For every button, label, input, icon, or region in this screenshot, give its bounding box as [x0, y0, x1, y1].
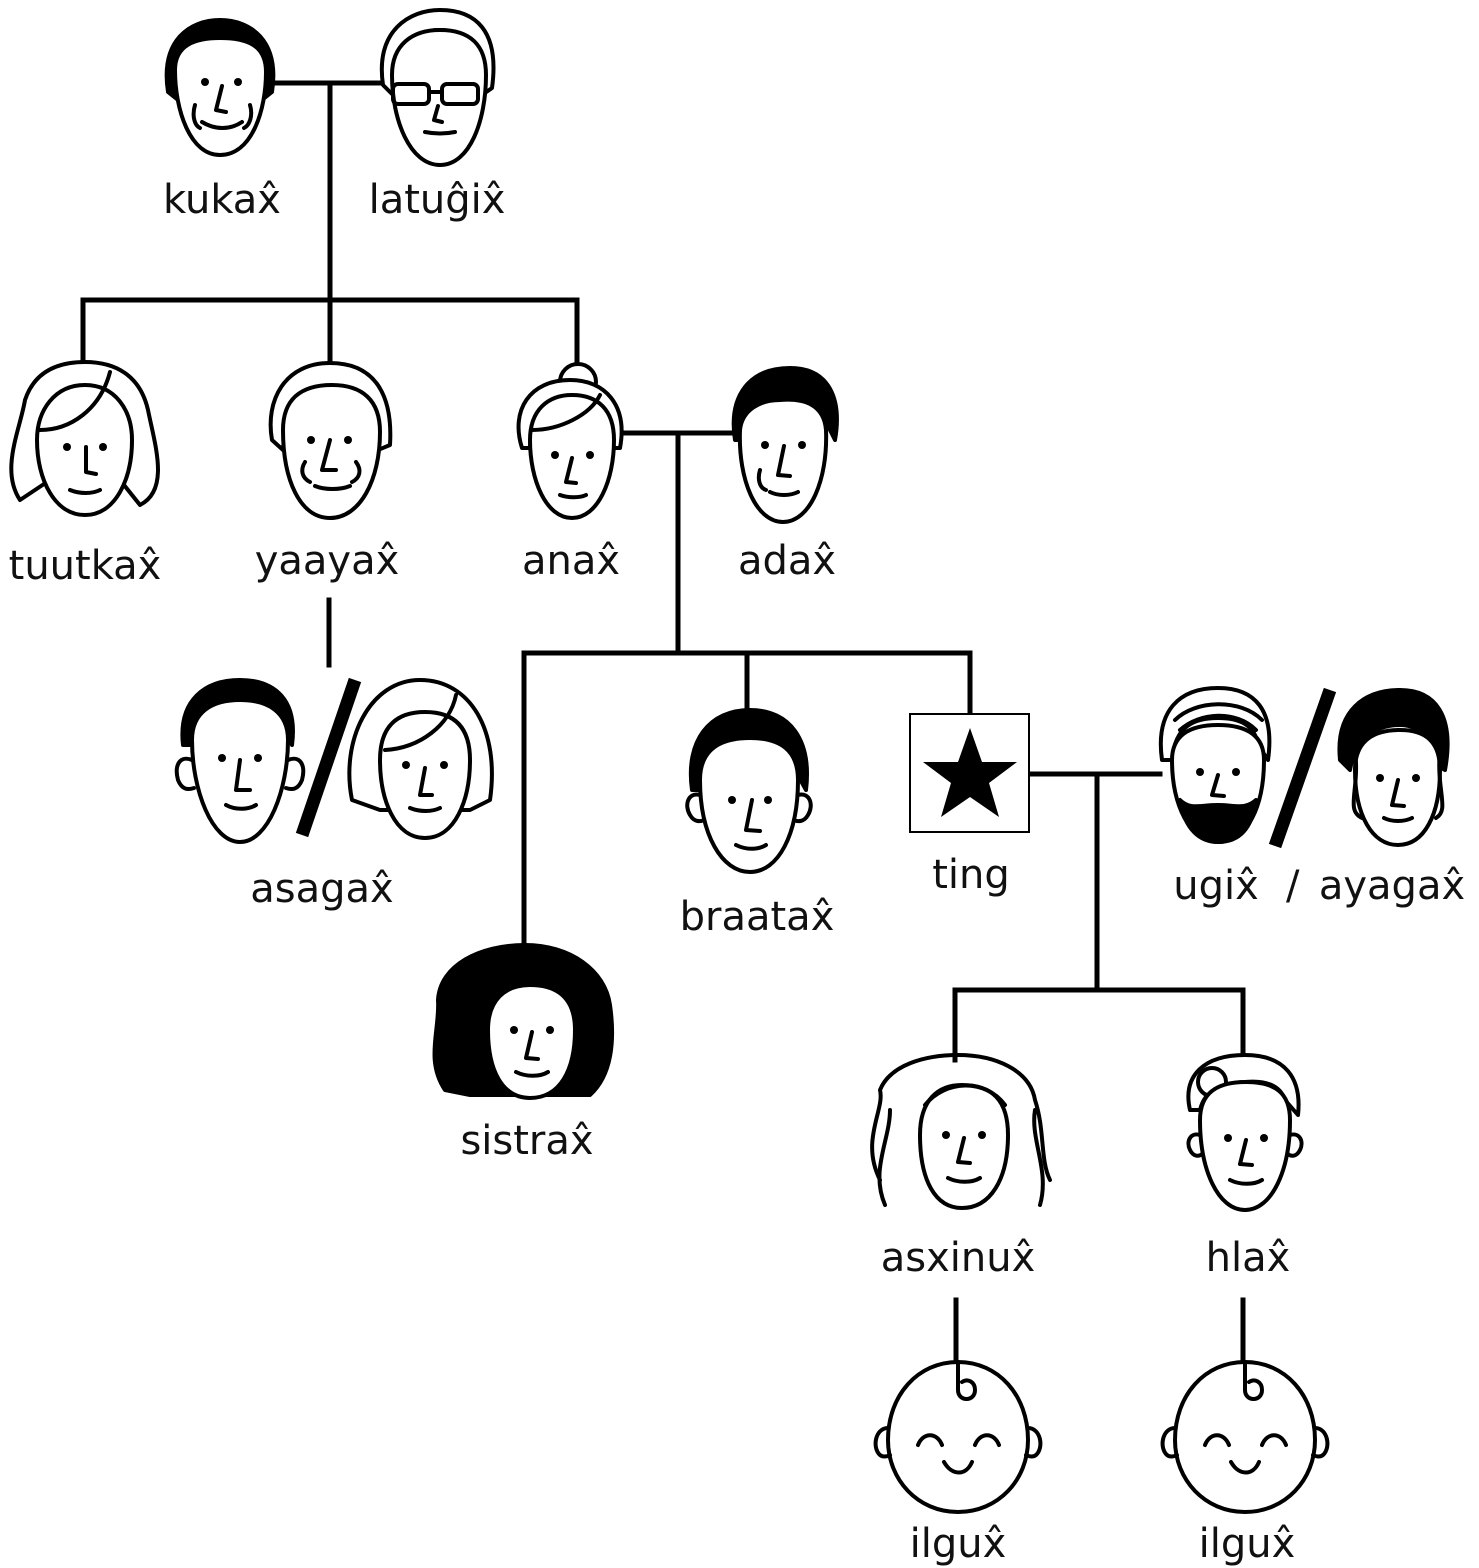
label-sistrax: sistrax̂	[460, 1118, 594, 1164]
label-asagax: asagax̂	[250, 866, 394, 912]
ting-star-box-icon	[909, 713, 1030, 833]
label-asxinux: asxinux̂	[880, 1235, 1036, 1281]
label-hlax: hlax̂	[1205, 1235, 1291, 1281]
label-ilgux-2: ilgux̂	[1198, 1521, 1296, 1567]
braatax-portrait-icon	[685, 708, 813, 874]
label-yaayax: yaayax̂	[254, 538, 400, 584]
label-ugix: ugix̂	[1173, 863, 1259, 909]
kukax-portrait-icon	[164, 18, 276, 157]
label-tuutkax: tuutkax̂	[8, 543, 162, 589]
ayagax-portrait-icon	[1337, 688, 1450, 847]
asxinux-portrait-icon	[870, 1053, 1052, 1210]
tuutkax-portrait-icon	[9, 360, 160, 517]
adax-portrait-icon	[731, 366, 839, 524]
label-braatax: braatax̂	[679, 894, 835, 940]
slash-divider-ugix-ayagax	[1268, 687, 1337, 849]
asagax-man-portrait-icon	[174, 678, 306, 844]
ilgux-baby-icon-2	[1160, 1360, 1330, 1514]
connector-lines	[80, 80, 1246, 1365]
label-anax: anax̂	[521, 538, 621, 584]
label-kukax: kukax̂	[163, 177, 281, 223]
ilgux-baby-icon-1	[873, 1360, 1043, 1514]
ugix-portrait-icon	[1158, 686, 1272, 844]
sistrax-portrait-icon	[432, 943, 615, 1100]
label-separator-slash: /	[1286, 863, 1300, 909]
anax-portrait-icon	[516, 362, 624, 520]
slash-divider-asagax	[295, 677, 362, 838]
label-adax: adax̂	[737, 538, 837, 584]
yaayax-portrait-icon	[268, 361, 393, 520]
label-ting: ting	[932, 852, 1010, 898]
hlax-portrait-icon	[1186, 1053, 1304, 1212]
latugix-portrait-icon	[379, 8, 496, 167]
asagax-woman-portrait-icon	[347, 678, 494, 840]
label-ayagax: ayagax̂	[1318, 863, 1466, 909]
label-ilgux-1: ilgux̂	[909, 1521, 1007, 1567]
label-latugix: latuĝix̂	[368, 177, 506, 223]
